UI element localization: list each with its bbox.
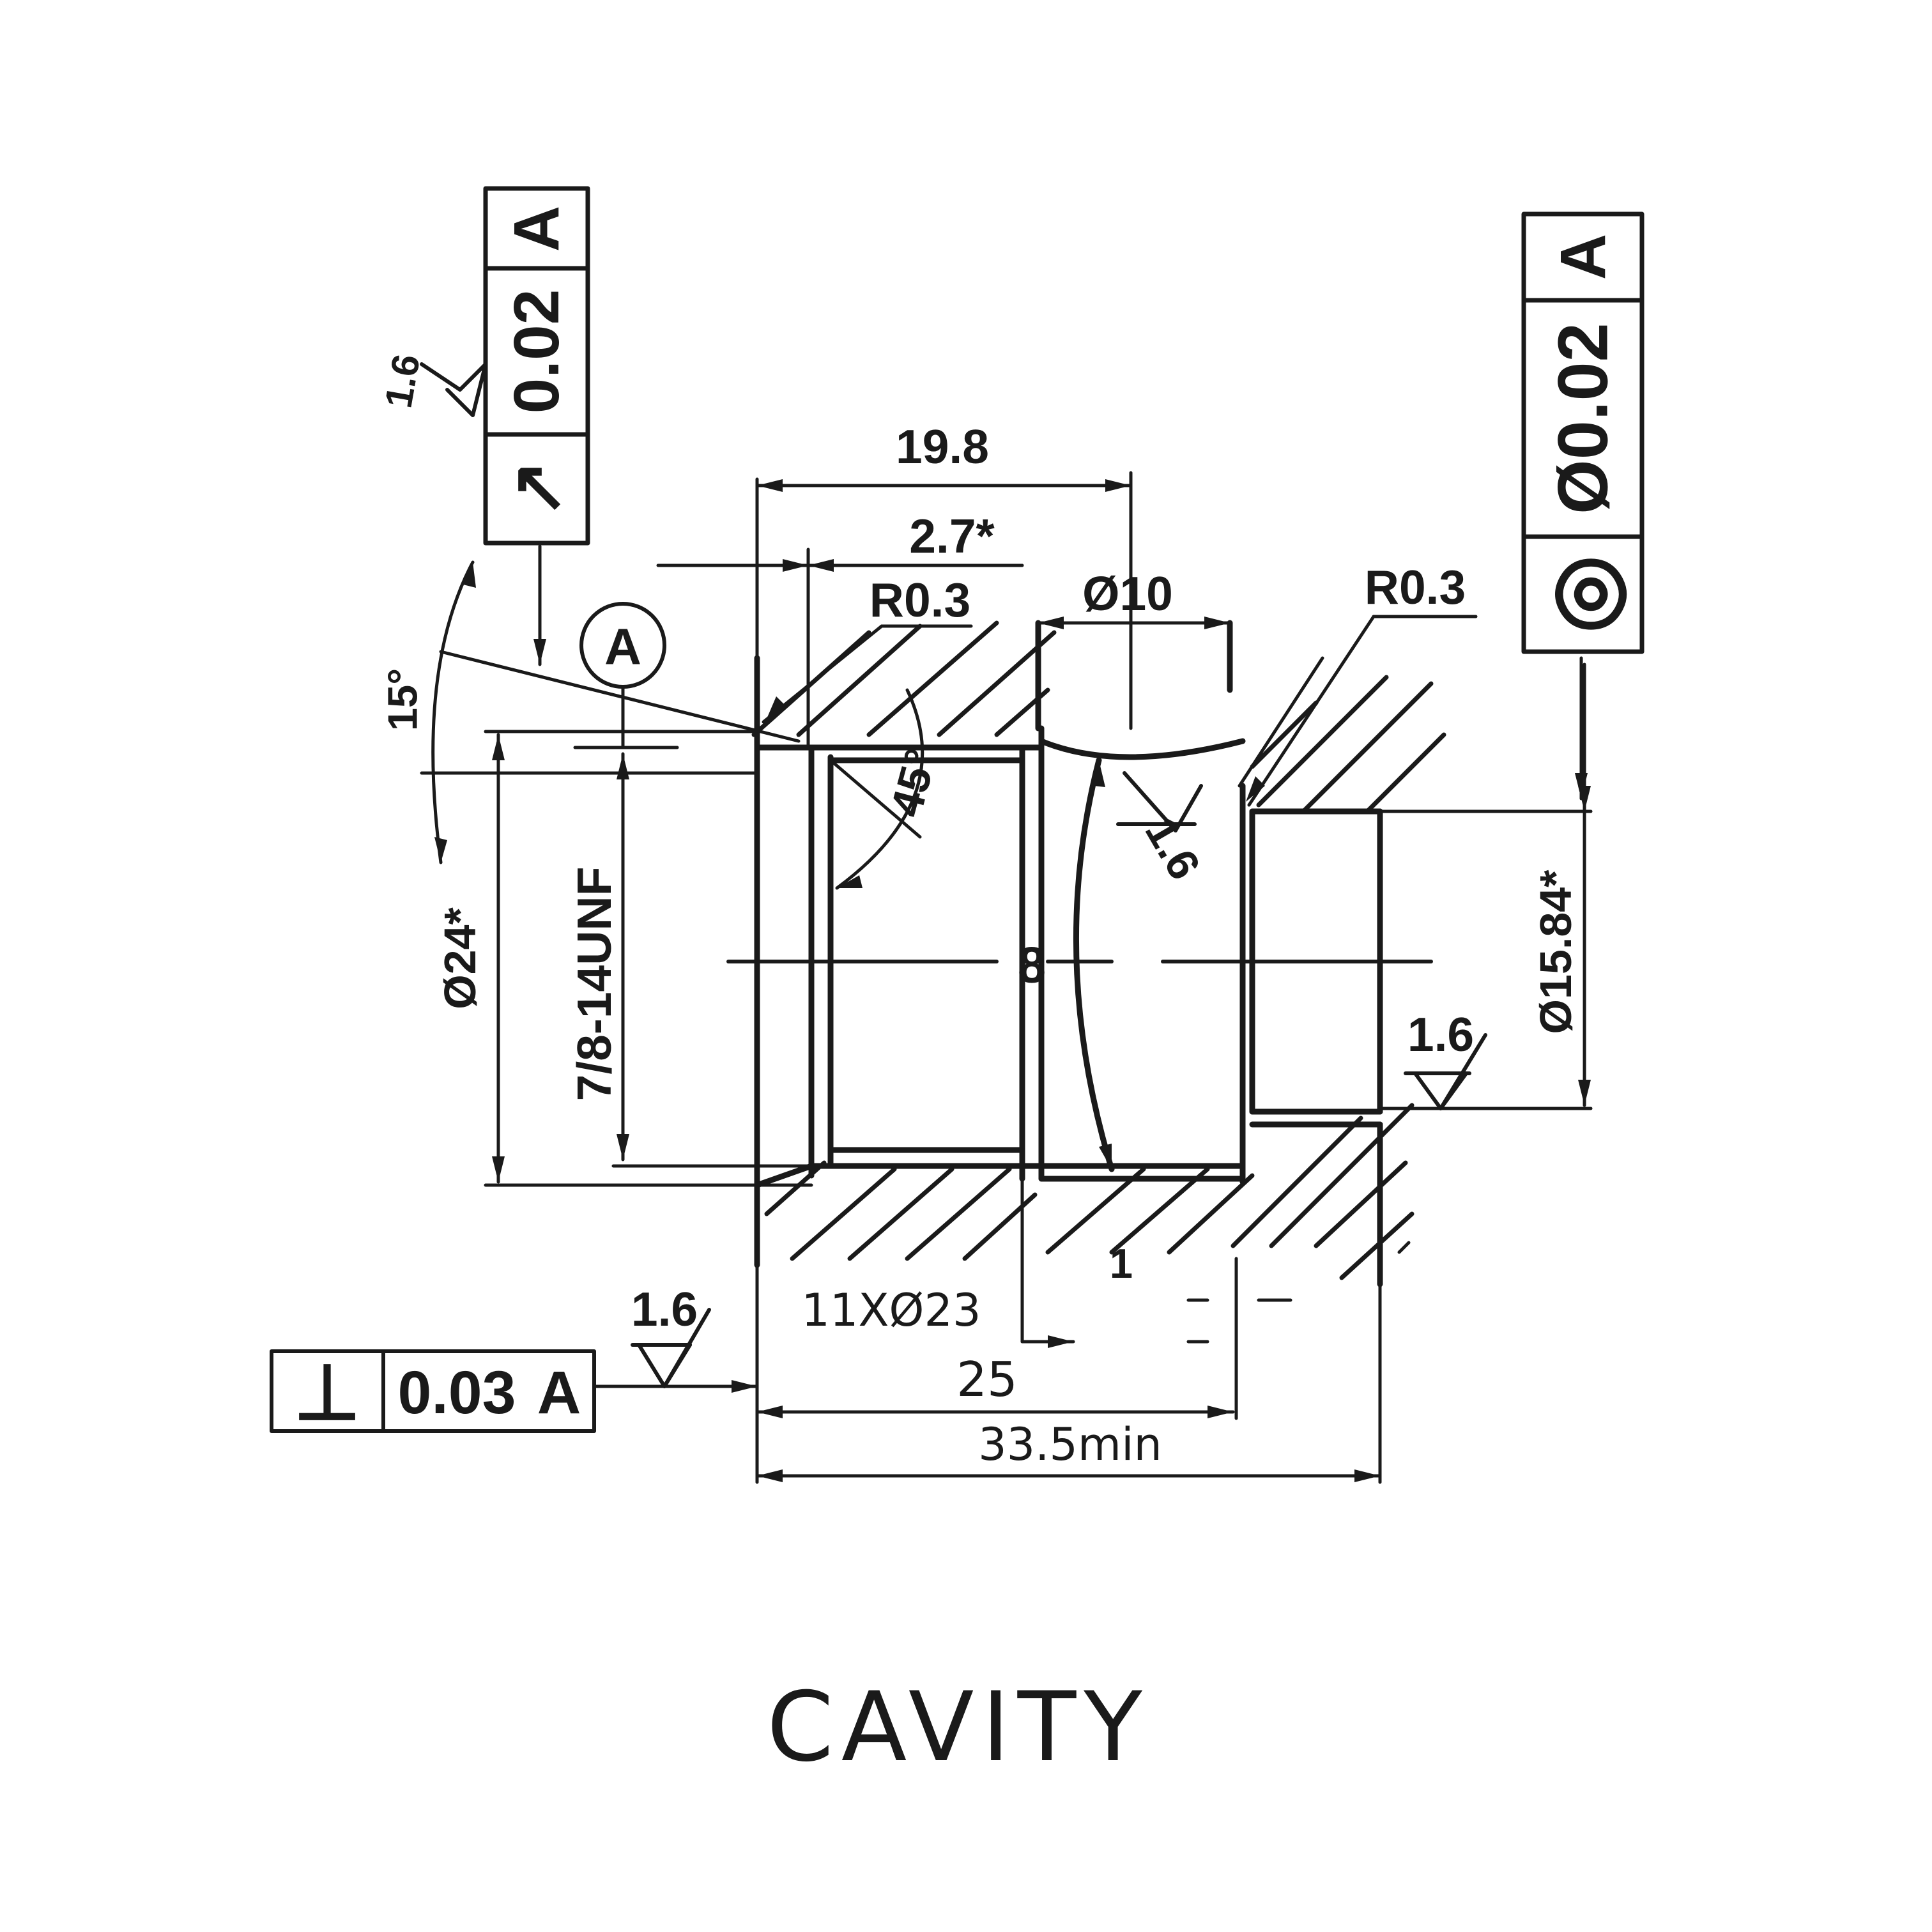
dim-25: 25 — [956, 1351, 1017, 1407]
fcf-left-datum: A — [501, 206, 572, 252]
roughness-top-left: 1.6 — [377, 351, 428, 411]
arrowheads — [434, 479, 1591, 1482]
fcf-bottom-datum: A — [537, 1359, 581, 1427]
roughness-bottom: 1.6 — [631, 1282, 698, 1336]
runout-symbol: ↗ — [498, 459, 576, 518]
dim-dia-15-84: Ø15.84* — [1531, 870, 1581, 1034]
dim-2-7: 2.7* — [909, 509, 995, 563]
dim-33-5: 33.5min — [978, 1418, 1162, 1471]
datum-label: A — [604, 618, 641, 675]
datum-bubble: A — [579, 602, 666, 749]
perpendicularity-symbol: ⊥ — [294, 1350, 361, 1436]
radius-left: R0.3 — [870, 573, 970, 627]
note-holes: 11XØ23 — [801, 1284, 981, 1337]
roughness-center: 1.6 — [1136, 809, 1210, 887]
angle-45: 45° — [881, 744, 947, 822]
fcf-bottom: ⊥ 0.03 A — [270, 1349, 596, 1436]
fcf-right: ◎ Ø0.02 A — [1521, 211, 1644, 654]
radius-right: R0.3 — [1365, 560, 1466, 614]
part-outline — [754, 620, 1383, 1287]
dimension-lines — [420, 471, 1593, 1484]
concentricity-symbol: ◎ — [1533, 555, 1634, 633]
roughness-symbols — [420, 362, 1487, 1388]
roughness-right: 1.6 — [1407, 1008, 1474, 1061]
fcf-right-tolerance: Ø0.02 — [1544, 323, 1623, 514]
fcf-right-datum: A — [1547, 234, 1619, 280]
dim-dia-10: Ø10 — [1082, 567, 1173, 620]
dim-dia-24: Ø24* — [435, 907, 485, 1009]
angle-15: 15° — [379, 668, 426, 731]
thread-spec: 7/8-14UNF — [567, 867, 621, 1101]
drawing-title: CAVITY — [767, 1672, 1150, 1783]
fcf-left-tolerance: 0.02 — [501, 289, 572, 414]
flat-8: 8 — [1018, 937, 1046, 993]
fcf-left: ↗ 0.02 A — [483, 186, 590, 546]
fcf-bottom-tolerance: 0.03 — [398, 1359, 516, 1427]
dim-19-8: 19.8 — [896, 420, 989, 473]
small-dim-1: 1 — [1110, 1240, 1133, 1287]
dimension-texts: 19.8 2.7* R0.3 R0.3 Ø10 1 8 11XØ23 25 33… — [377, 351, 1581, 1471]
